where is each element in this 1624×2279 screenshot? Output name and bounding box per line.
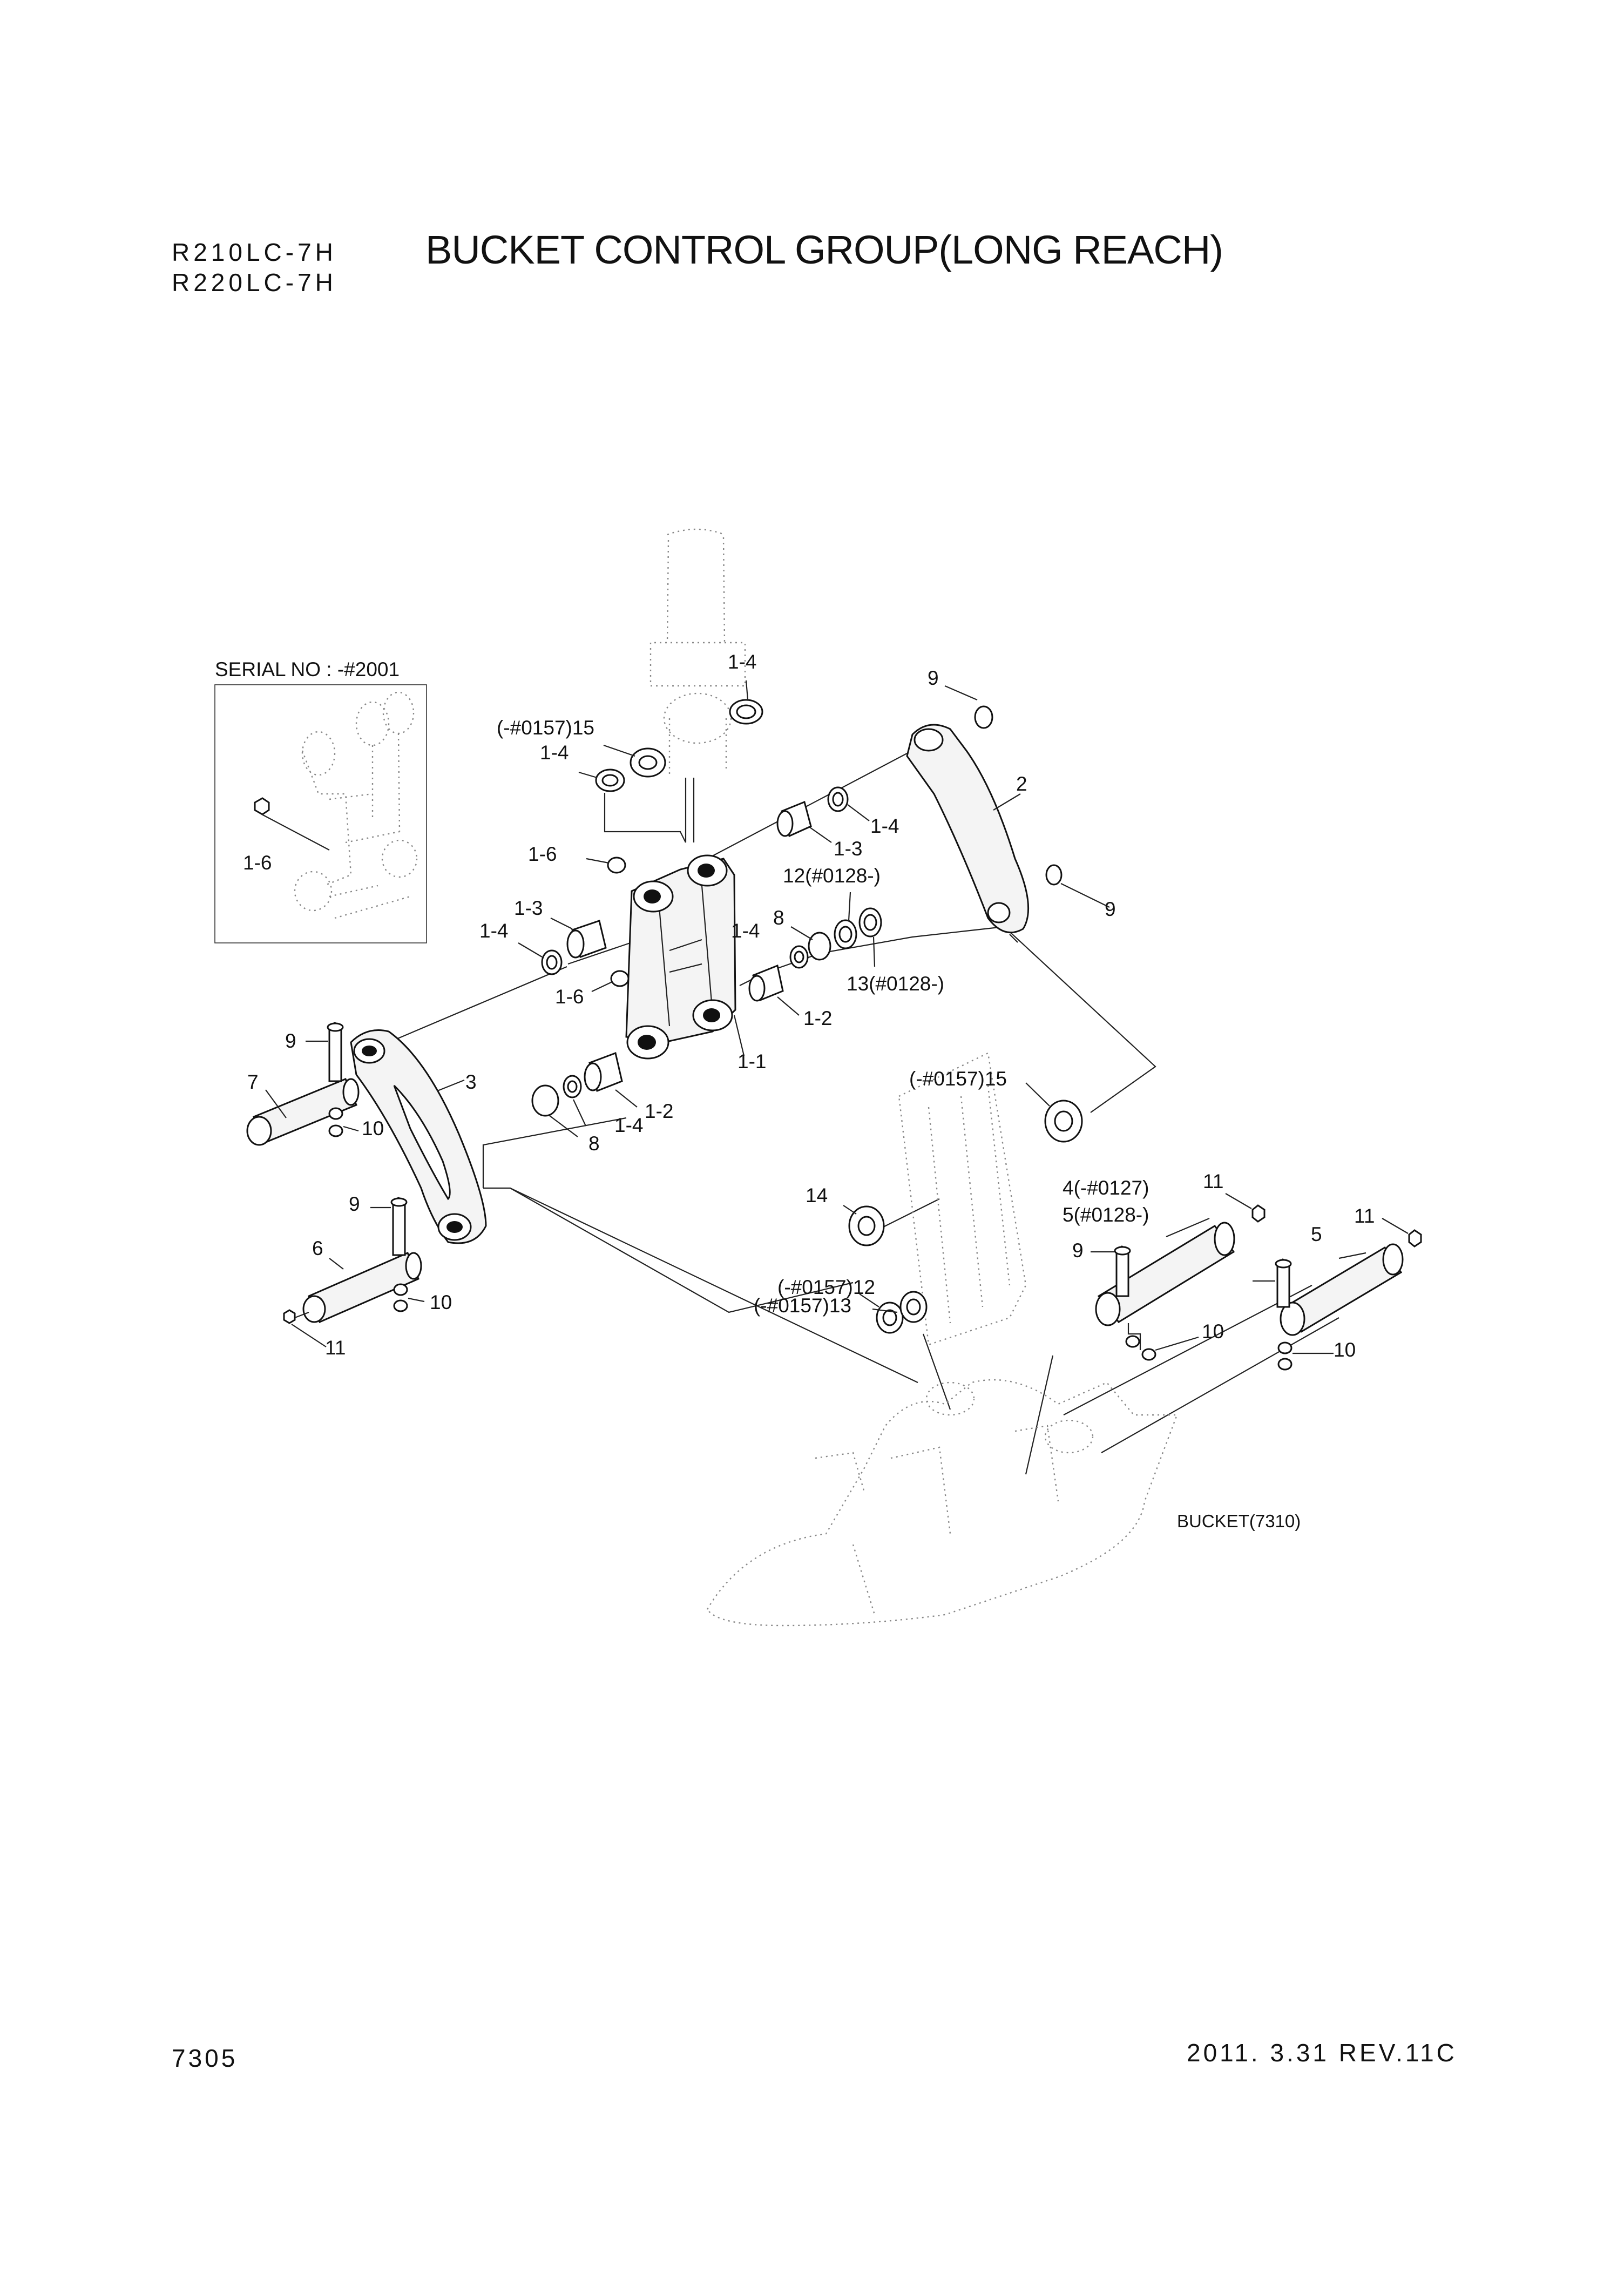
nut-10-lower-a (393, 1283, 408, 1296)
bucket-ghost (706, 1052, 1178, 1627)
o-ring-8-left (531, 1084, 559, 1117)
nut-10-right-a (1277, 1341, 1293, 1354)
callout-label: 1-3 (514, 897, 543, 919)
callout-label: 14 (806, 1184, 828, 1206)
callout-label: 5 (1311, 1223, 1322, 1245)
bucket-reference-label: BUCKET(7310) (1177, 1511, 1301, 1531)
grease-nipple-1-6-lower (610, 970, 630, 987)
callout-label: 1-6 (528, 843, 557, 865)
callout-label: 1-4 (728, 651, 756, 673)
callout-label: 8 (773, 907, 784, 929)
callout-label: 13(#0128-) (847, 973, 944, 995)
callout-label: 9 (1072, 1239, 1084, 1262)
inset-caption: SERIAL NO : -#2001 (215, 658, 400, 680)
callout-label: 11 (1203, 1170, 1223, 1192)
grease-nipple-11-left (283, 1309, 296, 1324)
bushings-and-seals (518, 680, 882, 1137)
callout-label: 11 (1354, 1205, 1375, 1227)
inset-frame (214, 684, 427, 943)
link-part-2 (906, 685, 1110, 943)
nut-10-mid-a (1125, 1335, 1140, 1348)
pin-part-6 (283, 1197, 425, 1347)
model-name-1: R210LC-7H (172, 238, 337, 266)
model-name-2: R220LC-7H (172, 268, 337, 296)
page-title: BUCKET CONTROL GROUP(LONG REACH) (425, 227, 1223, 272)
o-ring-9-top (974, 705, 993, 729)
center-shims (843, 1082, 1083, 1334)
callout-label: 9 (1105, 898, 1116, 920)
callout-label: 9 (349, 1193, 360, 1215)
callout-label: 11 (325, 1337, 346, 1359)
callout-label: 1-3 (834, 838, 862, 860)
callout-label: 1-6 (555, 986, 584, 1008)
pin-part-7 (246, 1022, 360, 1146)
pin-part-4-5 (1091, 1193, 1266, 1361)
side-link-part-3 (350, 1029, 487, 1244)
callout-label: 2 (1016, 773, 1027, 795)
grease-nipple-11-right (1408, 1229, 1422, 1248)
pin-part-5-right (1253, 1218, 1422, 1371)
callout-label: (-#0157)12 (777, 1276, 875, 1298)
arm-cylinder-ghost (649, 528, 746, 842)
callout-labels: 1-4 (-#0157)15 1-4 9 2 1-4 1-6 1-3 12(#0… (247, 651, 1375, 1361)
nut-10-mid-b (1141, 1348, 1156, 1361)
revision-date: 2011. 3.31 REV.11C (1187, 2039, 1457, 2067)
callout-label: 8 (588, 1132, 600, 1155)
callout-label: 3 (465, 1071, 477, 1093)
callout-label: 10 (1334, 1339, 1356, 1361)
callout-label: 1-4 (479, 920, 508, 942)
callout-label: (-#0157)15 (497, 717, 594, 739)
callout-label: 1-2 (645, 1100, 673, 1122)
callout-label: 10 (1202, 1320, 1224, 1343)
callout-label: 12(#0128-) (783, 865, 881, 887)
grease-nipple-11-mid (1251, 1204, 1266, 1223)
h-link-part-1-1 (625, 854, 745, 1060)
callout-label: 9 (928, 667, 939, 689)
assembly-guide-lines (388, 753, 1339, 1475)
callout-label: 1-4 (870, 815, 899, 837)
callout-label: 5(#0128-) (1063, 1204, 1149, 1226)
callout-label: 9 (285, 1030, 296, 1052)
page-number: 7305 (172, 2044, 238, 2072)
nut-10-lower-b (393, 1299, 408, 1312)
grease-nipple-1-6-upper (607, 857, 626, 874)
callout-label: 10 (430, 1291, 452, 1313)
callout-label: 7 (247, 1071, 259, 1093)
inset-ghost-linkage (294, 691, 418, 919)
callout-label: 6 (312, 1237, 323, 1259)
o-ring-8-right (808, 932, 831, 961)
callout-label: (-#0157)15 (909, 1068, 1007, 1090)
callout-label: 1-4 (540, 741, 569, 764)
inset-callout: 1-6 (243, 852, 272, 874)
nut-10-upper-b (328, 1124, 343, 1137)
callout-label: 1-1 (737, 1050, 766, 1073)
callout-label: 10 (362, 1117, 384, 1140)
o-ring-9-lower (1045, 864, 1063, 886)
callout-label: 1-4 (731, 920, 760, 942)
nut-10-right-b (1277, 1358, 1293, 1371)
inset-grease-nipple-icon (254, 797, 330, 851)
callout-label: 1-2 (803, 1007, 832, 1029)
nut-10-upper-a (328, 1107, 343, 1120)
callout-label: 1-4 (614, 1114, 643, 1136)
callout-label: 4(-#0127) (1063, 1177, 1149, 1199)
callout-label: (-#0157)13 (754, 1294, 851, 1317)
serial-inset: SERIAL NO : -#2001 1-6 (214, 658, 427, 943)
